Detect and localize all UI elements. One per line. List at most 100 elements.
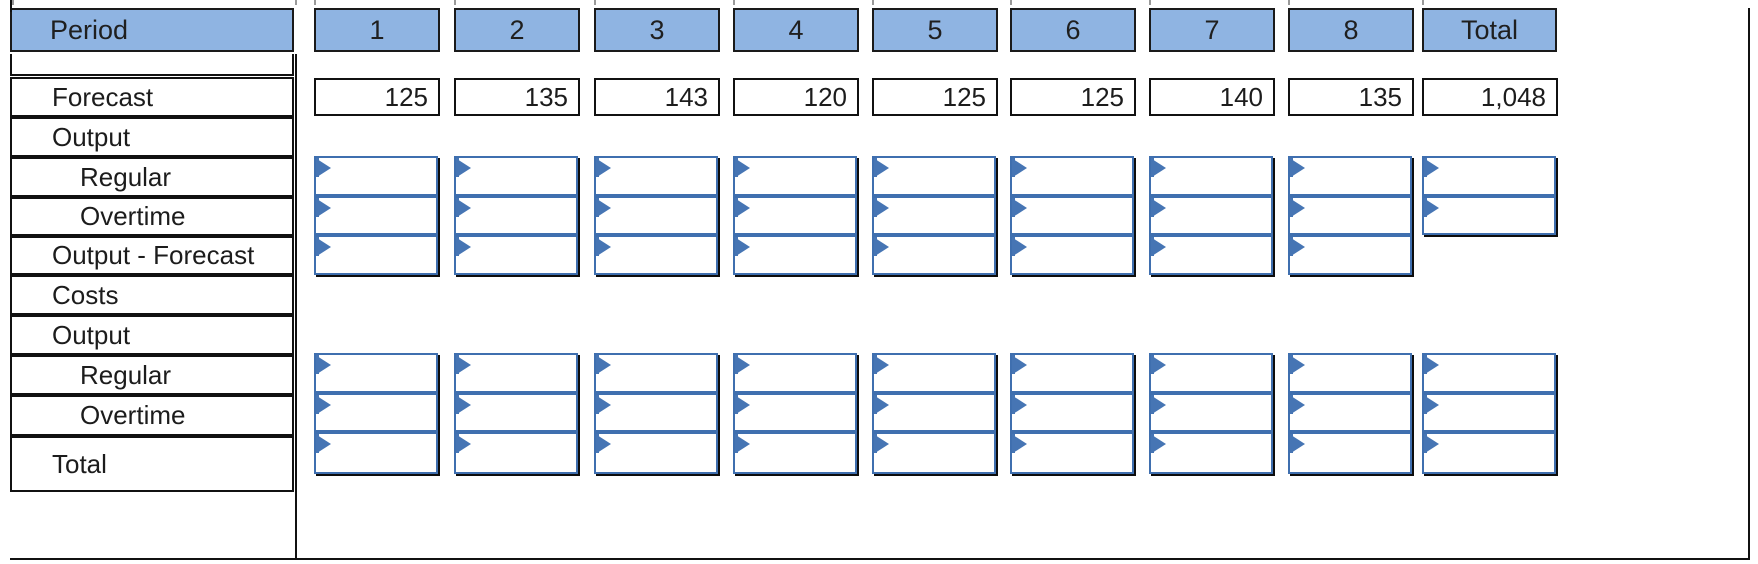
input-costs-total-period-6[interactable] [1010,432,1134,474]
triangle-right-icon [1152,396,1166,414]
triangle-right-icon [597,356,611,374]
input-costs-overtime-period-7[interactable] [1149,393,1273,432]
triangle-right-icon [457,435,471,453]
input-output-output-forecast-period-4[interactable] [733,235,857,275]
row-label-output-forecast-4: Output - Forecast [10,236,294,275]
input-output-regular-period-2[interactable] [454,156,578,196]
triangle-right-icon [875,238,889,256]
row-label-output-1: Output [10,117,294,157]
header-column-period-7: 7 [1149,8,1275,52]
input-costs-regular-period-3[interactable] [594,353,718,393]
input-costs-total-total[interactable] [1422,432,1556,474]
triangle-right-icon [317,356,331,374]
input-output-output-forecast-period-7[interactable] [1149,235,1273,275]
input-output-overtime-period-5[interactable] [872,196,996,235]
input-costs-overtime-period-5[interactable] [872,393,996,432]
input-costs-total-period-3[interactable] [594,432,718,474]
input-output-output-forecast-period-3[interactable] [594,235,718,275]
triangle-right-icon [875,356,889,374]
row-label-overtime-8: Overtime [10,395,294,436]
input-output-overtime-period-7[interactable] [1149,196,1273,235]
input-output-output-forecast-period-8[interactable] [1288,235,1412,275]
input-output-overtime-period-3[interactable] [594,196,718,235]
input-output-regular-period-4[interactable] [733,156,857,196]
input-costs-regular-period-5[interactable] [872,353,996,393]
forecast-value-period-3: 143 [594,78,720,116]
triangle-right-icon [1425,435,1439,453]
input-output-output-forecast-period-1[interactable] [314,235,438,275]
triangle-right-icon [736,199,750,217]
triangle-right-icon [597,396,611,414]
input-costs-regular-period-6[interactable] [1010,353,1134,393]
triangle-right-icon [1291,159,1305,177]
triangle-right-icon [1291,356,1305,374]
grid-right-border [1748,8,1750,560]
input-output-regular-period-7[interactable] [1149,156,1273,196]
input-costs-total-period-1[interactable] [314,432,438,474]
input-costs-overtime-period-6[interactable] [1010,393,1134,432]
triangle-right-icon [1013,199,1027,217]
input-costs-total-period-7[interactable] [1149,432,1273,474]
header-column-period-1: 1 [314,8,440,52]
input-output-overtime-period-2[interactable] [454,196,578,235]
input-output-output-forecast-period-2[interactable] [454,235,578,275]
triangle-right-icon [736,356,750,374]
column-tick-mark [872,0,874,5]
triangle-right-icon [317,199,331,217]
input-output-regular-period-3[interactable] [594,156,718,196]
triangle-right-icon [597,199,611,217]
triangle-right-icon [736,435,750,453]
triangle-right-icon [317,435,331,453]
column-tick-mark [1010,0,1012,5]
input-costs-overtime-total[interactable] [1422,393,1556,432]
input-output-overtime-period-8[interactable] [1288,196,1412,235]
triangle-right-icon [1013,238,1027,256]
triangle-right-icon [1013,396,1027,414]
triangle-right-icon [1425,159,1439,177]
forecast-value-period-5: 125 [872,78,998,116]
input-output-regular-period-5[interactable] [872,156,996,196]
input-costs-regular-period-1[interactable] [314,353,438,393]
forecast-value-period-7: 140 [1149,78,1275,116]
forecast-value-period-2: 135 [454,78,580,116]
header-column-period-5: 5 [872,8,998,52]
input-output-overtime-period-4[interactable] [733,196,857,235]
triangle-right-icon [597,238,611,256]
input-costs-total-period-8[interactable] [1288,432,1412,474]
input-output-regular-period-8[interactable] [1288,156,1412,196]
column-tick-mark [314,0,316,5]
triangle-right-icon [875,159,889,177]
forecast-value-period-1: 125 [314,78,440,116]
input-costs-overtime-period-1[interactable] [314,393,438,432]
column-tick-mark [12,0,14,5]
row-label-output-6: Output [10,315,294,355]
triangle-right-icon [1152,435,1166,453]
triangle-right-icon [1291,238,1305,256]
column-tick-mark [454,0,456,5]
input-costs-regular-period-4[interactable] [733,353,857,393]
triangle-right-icon [875,199,889,217]
triangle-right-icon [457,356,471,374]
input-costs-regular-period-2[interactable] [454,353,578,393]
triangle-right-icon [597,159,611,177]
forecast-value-total: 1,048 [1422,78,1558,116]
input-output-regular-period-6[interactable] [1010,156,1134,196]
input-output-regular-period-1[interactable] [314,156,438,196]
input-costs-total-period-5[interactable] [872,432,996,474]
input-output-overtime-total[interactable] [1422,196,1556,235]
input-output-overtime-period-1[interactable] [314,196,438,235]
input-costs-total-period-4[interactable] [733,432,857,474]
input-costs-overtime-period-2[interactable] [454,393,578,432]
input-output-regular-total[interactable] [1422,156,1556,196]
input-costs-overtime-period-4[interactable] [733,393,857,432]
input-output-output-forecast-period-5[interactable] [872,235,996,275]
input-costs-regular-period-8[interactable] [1288,353,1412,393]
input-output-output-forecast-period-6[interactable] [1010,235,1134,275]
input-output-overtime-period-6[interactable] [1010,196,1134,235]
input-costs-regular-period-7[interactable] [1149,353,1273,393]
input-costs-overtime-period-8[interactable] [1288,393,1412,432]
input-costs-regular-total[interactable] [1422,353,1556,393]
input-costs-overtime-period-3[interactable] [594,393,718,432]
input-costs-total-period-2[interactable] [454,432,578,474]
